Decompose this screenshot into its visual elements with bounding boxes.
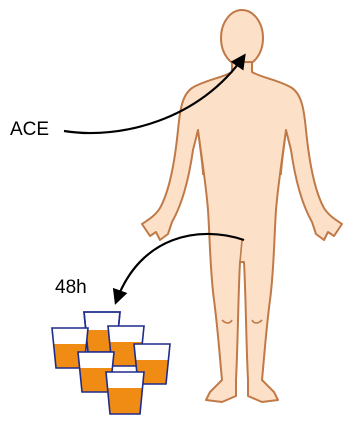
collection-time-label: 48h [55, 278, 87, 297]
drug-label: ACE [10, 120, 49, 139]
cup-icon [106, 372, 144, 414]
urine-collection-cups-icon [52, 312, 170, 414]
human-body-icon [142, 10, 342, 402]
